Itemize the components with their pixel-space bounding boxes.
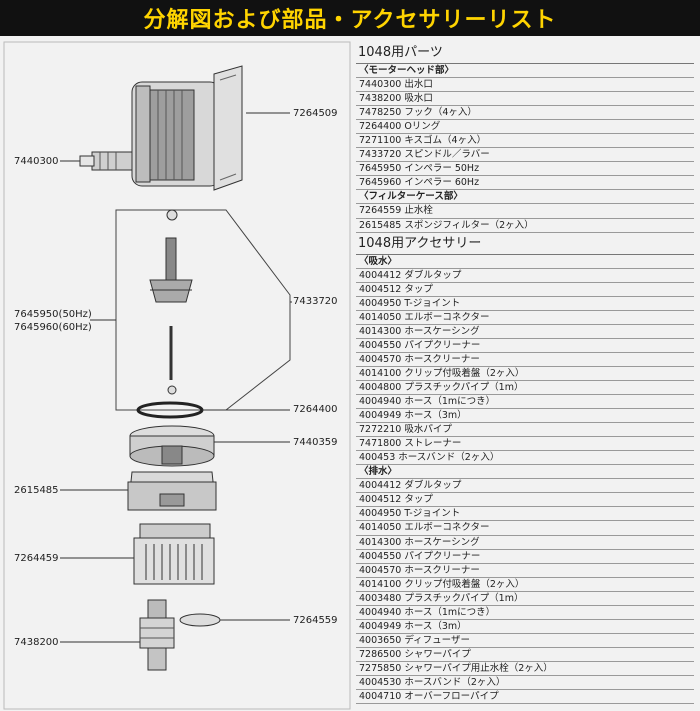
list-item: 7271100 キスゴム（4ヶ入）: [356, 134, 694, 149]
filter-case-top-part: [129, 425, 215, 467]
list-item: 4004412 ダブルタップ: [356, 269, 694, 283]
list-item: 4004950 T-ジョイント: [356, 507, 694, 522]
list-item: 4004570 ホースクリーナー: [356, 353, 694, 367]
list-item: 7645960 インペラー 60Hz: [356, 176, 694, 191]
list-subheading: 〈フィルターケース部〉: [356, 190, 694, 205]
list-item: 2615485 スポンジフィルター（2ヶ入）: [356, 219, 694, 233]
list-item: 7286500 シャワーパイプ: [356, 648, 694, 662]
stop-valve-part: [179, 613, 221, 627]
callout-7440300: 7440300: [14, 156, 59, 167]
list-item: 4004550 パイプクリーナー: [356, 339, 694, 353]
list-subheading: 〈排水〉: [356, 465, 694, 480]
callout-7440359: 7440359: [293, 437, 338, 448]
list-item: 4004949 ホース（3m）: [356, 620, 694, 634]
list-item: 4004512 タップ: [356, 493, 694, 508]
list-item: 4004530 ホースバンド（2ヶ入）: [356, 676, 694, 691]
callout-7438200: 7438200: [14, 637, 59, 648]
list-item: 7264559 止水栓: [356, 204, 694, 219]
list-item: 7440300 出水口: [356, 78, 694, 93]
list-item: 4004710 オーバーフローパイプ: [356, 690, 694, 705]
list-item: 4004940 ホース（1mにつき）: [356, 606, 694, 620]
list-item: 7645950 インペラー 50Hz: [356, 162, 694, 177]
list-item: 4014050 エルボーコネクター: [356, 311, 694, 325]
list-subheading: 〈吸水〉: [356, 255, 694, 269]
list-item: 4004950 T-ジョイント: [356, 297, 694, 311]
impeller-assembly: [115, 209, 291, 411]
list-item: 4014050 エルボーコネクター: [356, 521, 694, 536]
list-section-title: 1048用アクセサリー: [356, 233, 694, 255]
callout-7264459: 7264459: [14, 553, 59, 564]
motor-head-part: [131, 65, 243, 191]
list-item: 4004512 タップ: [356, 283, 694, 297]
list-item: 400453 ホースバンド（2ヶ入）: [356, 451, 694, 466]
callout-7264559: 7264559: [293, 615, 338, 626]
list-item: 7272210 吸水パイプ: [356, 423, 694, 438]
list-item: 4003480 プラスチックパイプ（1m）: [356, 592, 694, 606]
list-item: 4004550 パイプクリーナー: [356, 550, 694, 564]
callout-7433720: 7433720: [293, 296, 338, 307]
list-item: 7478250 フック（4ヶ入）: [356, 106, 694, 121]
list-item: 4004412 ダブルタップ: [356, 479, 694, 494]
exploded-diagram: 7264509 7440300 7645950(50Hz) 7645960(60…: [0, 40, 352, 711]
outlet-part: [79, 151, 133, 171]
list-item: 4004940 ホース（1mにつき）: [356, 395, 694, 410]
list-item: 7438200 吸水口: [356, 92, 694, 107]
sponge-filter-part: [127, 471, 217, 511]
list-item: 4014300 ホースケーシング: [356, 325, 694, 339]
list-item: 7264400 Oリング: [356, 120, 694, 135]
callout-7264400: 7264400: [293, 404, 338, 415]
list-item: 4003650 ディフューザー: [356, 634, 694, 648]
list-subheading: 〈モーターヘッド部〉: [356, 64, 694, 79]
page-title: 分解図および部品・アクセサリーリスト: [143, 8, 557, 33]
list-item: 4014100 クリップ付吸着盤（2ヶ入）: [356, 367, 694, 381]
list-item: 4004800 プラスチックパイプ（1m）: [356, 381, 694, 396]
callout-7264509: 7264509: [293, 108, 338, 119]
list-item: 4004570 ホースクリーナー: [356, 564, 694, 578]
page-header: 分解図および部品・アクセサリーリスト: [0, 0, 700, 36]
diagram-drawing: [3, 41, 351, 710]
filter-case-part: [133, 523, 215, 585]
list-item: 4014300 ホースケーシング: [356, 536, 694, 550]
list-item: 7275850 シャワーパイプ用止水栓（2ヶ入）: [356, 662, 694, 676]
list-item: 7471800 ストレーナー: [356, 437, 694, 452]
list-item: 4014100 クリップ付吸着盤（2ヶ入）: [356, 578, 694, 592]
list-item: 7433720 スピンドル／ラバー: [356, 148, 694, 163]
callout-7645950-60: 7645950(50Hz) 7645960(60Hz): [14, 309, 92, 333]
list-item: 4004949 ホース（3m）: [356, 409, 694, 424]
callout-2615485: 2615485: [14, 485, 59, 496]
list-section-title: 1048用パーツ: [356, 42, 694, 64]
inlet-part: [139, 599, 175, 671]
